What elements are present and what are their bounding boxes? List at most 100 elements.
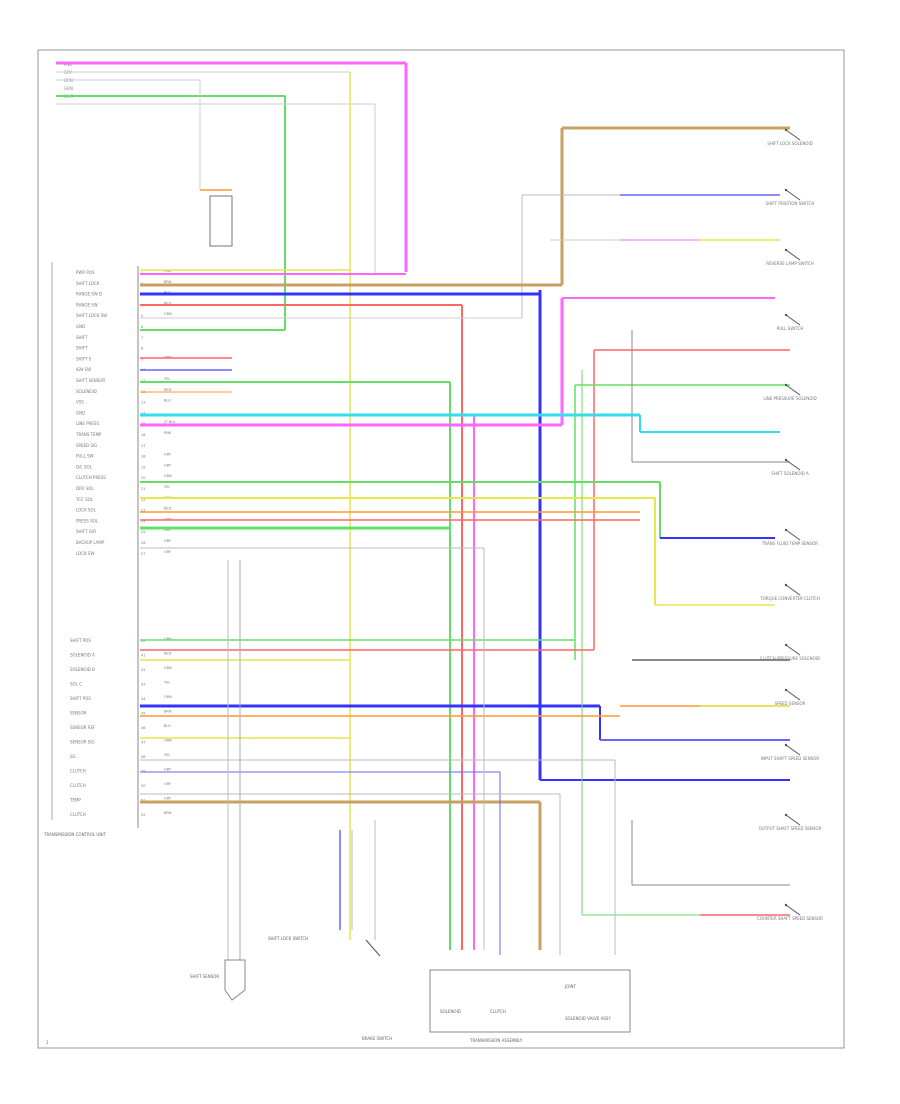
ecu-pin-wire-code: GRN xyxy=(164,312,172,316)
right-component-label: REVERSE LAMP SWITCH xyxy=(766,261,814,266)
ecu-pin-label: SHIFT LOCK xyxy=(76,281,100,286)
right-component-label: SHIFT POSITION SWITCH xyxy=(766,201,815,206)
ecu-pin-number: 22 xyxy=(141,498,145,502)
ecu-pin-lower-number: 42 xyxy=(141,668,145,672)
switch-arm xyxy=(785,129,801,141)
ecu-pin-wire-code: BLU xyxy=(164,399,171,403)
ecu-pin-label: TCC SOL xyxy=(75,497,94,502)
switch-arm xyxy=(785,744,801,756)
ecu-pin-label: SHIFT xyxy=(76,335,88,340)
ecu-pin-wire-code: GRY xyxy=(164,528,172,532)
right-component-label: PULL SWITCH xyxy=(777,326,804,331)
ecu-pin-label: SHIFT LVR xyxy=(76,529,96,534)
right-component-label: OUTPUT SHAFT SPEED SENSOR xyxy=(759,826,822,831)
ecu-pin-lower-label: SENSOR xyxy=(70,711,87,716)
ecu-pin-label: VSS xyxy=(76,400,84,405)
right-component-label: INPUT SHAFT SPEED SENSOR xyxy=(761,756,820,761)
switch-arm xyxy=(785,584,801,596)
ecu-pin-number: 26 xyxy=(141,541,145,545)
ecu-pin-wire-code: BRN xyxy=(164,280,172,284)
ecu-pin-wire-code: GRY xyxy=(164,539,172,543)
ecu-pin-lower-wire-code: GRY xyxy=(164,797,172,801)
shift-lock-label: SHIFT LOCK SWITCH xyxy=(268,936,308,941)
ecu-pin-label: LOCK SOL xyxy=(76,508,97,513)
ecu-pin-number: 21 xyxy=(141,487,145,491)
footer-label: 1 xyxy=(46,1040,49,1045)
transmission-box-left: SOLENOID xyxy=(440,1009,461,1014)
ecu-pin-lower-wire-code: BRN xyxy=(164,710,172,714)
switch-contact xyxy=(784,313,788,317)
ecu-pin-label: SHIFT xyxy=(76,346,88,351)
ecu-pin-lower-label: SG xyxy=(70,754,76,759)
switch-contact xyxy=(784,688,788,692)
ecu-pin-wire-code: GRY xyxy=(164,463,172,467)
ecu-pin-label: D/L SOL xyxy=(76,464,93,469)
ecu-pin-wire-code: PNK xyxy=(164,431,172,435)
ecu-pin-lower-label: SENSOR SIG xyxy=(70,740,95,745)
right-component-label: COUNTER SHAFT SPEED SENSOR xyxy=(757,916,823,921)
transmission-box-mid: CLUTCH xyxy=(490,1009,506,1014)
ecu-pin-label: LINE PRESS xyxy=(76,421,99,426)
switch-arm xyxy=(785,689,801,701)
ecu-pin-number: 24 xyxy=(141,519,146,523)
ecu-pin-lower-wire-code: BLU xyxy=(164,724,171,728)
ecu-pin-lower-number: 50 xyxy=(141,784,145,788)
ecu-pin-number: 6 xyxy=(141,325,143,329)
ecu-pin-lower-label: SENSOR REF xyxy=(70,725,96,730)
ecu-pin-label: SOLENOID xyxy=(76,389,97,394)
ecu-pin-number: 8 xyxy=(141,347,143,351)
ecu-pin-label: GND xyxy=(76,410,85,415)
ecu-pin-number: 5 xyxy=(141,314,143,318)
ecu-pin-label: TRANS TEMP xyxy=(75,432,102,437)
ecu-pin-label: PRESS SOL xyxy=(76,518,99,523)
ecu-pin-lower-number: 46 xyxy=(141,726,145,730)
ecu-pin-lower-number: 41 xyxy=(141,654,145,658)
ecu-pin-number: 9 xyxy=(141,357,143,361)
ecu-pin-label: BACKUP LAMP xyxy=(76,540,105,545)
switch-arm xyxy=(785,249,801,261)
ecu-pin-lower-number: 47 xyxy=(141,741,145,745)
ecu-pin-number: 17 xyxy=(141,444,145,448)
ecu-pin-lower-wire-code: ORN xyxy=(164,739,172,743)
ecu-pin-label: RANGE SW D xyxy=(76,292,102,297)
ecu-pin-lower-wire-code: BRN xyxy=(164,811,172,815)
transmission-box-right: JOINT xyxy=(564,984,577,989)
switch-contact xyxy=(784,583,788,587)
ecu-pin-number: 27 xyxy=(141,552,145,556)
switch-arm xyxy=(785,904,801,916)
right-component-label: CLUTCH PRESSURE SOLENOID xyxy=(760,656,820,661)
switch-contact xyxy=(784,188,788,192)
ecu-pin-label: PWR POS xyxy=(76,270,95,275)
right-component-label: LINE PRESSURE SOLENOID xyxy=(763,396,816,401)
ecu-pin-label: GND xyxy=(76,324,85,329)
ecu-pin-wire-code: RED xyxy=(164,301,172,305)
ecu-pin-number: 13 xyxy=(141,401,145,405)
switch-arm xyxy=(785,644,801,656)
ecu-pin-group: PWR POS1PNKSHIFT LOCK2BRNRANGE SW D3BLUR… xyxy=(75,269,176,556)
ecu-pin-label: IGN SW xyxy=(76,367,91,372)
switch-arm xyxy=(785,529,801,541)
ecu-pin-wire-code: RED xyxy=(164,388,172,392)
ecu-pin-lower-wire-code: RED xyxy=(164,652,172,656)
ecu-pin-lower-number: 48 xyxy=(141,755,145,759)
ecu-pin-number: 23 xyxy=(141,509,145,513)
ecu-pin-label: SHIFT S xyxy=(76,356,92,361)
switch-contact xyxy=(784,383,788,387)
ecu-pin-lower-label: SOLENOID B xyxy=(70,667,95,672)
ecu-pin-number: 16 xyxy=(141,433,145,437)
ecu-pin-number: 25 xyxy=(141,530,145,534)
ecu-pin-number: 20 xyxy=(141,476,145,480)
transmission-caption: TRANSMISSION ASSEMBLY xyxy=(469,1038,523,1043)
right-component-label: SHIFT SOLENOID A xyxy=(771,471,809,476)
switch-arm xyxy=(785,384,801,396)
ecu-pin-wire-code: GRN xyxy=(164,474,172,478)
ecu-pin-label: DRV SOL xyxy=(76,486,94,491)
ecu-pin-wire-code: GRY xyxy=(164,453,172,457)
ecu-pin-lower-label: CLUTCH xyxy=(70,769,86,774)
diagram-border xyxy=(37,49,845,1049)
ecu-pin-lower-label: SHIFT POS xyxy=(70,638,91,643)
switch-arm xyxy=(785,814,801,826)
